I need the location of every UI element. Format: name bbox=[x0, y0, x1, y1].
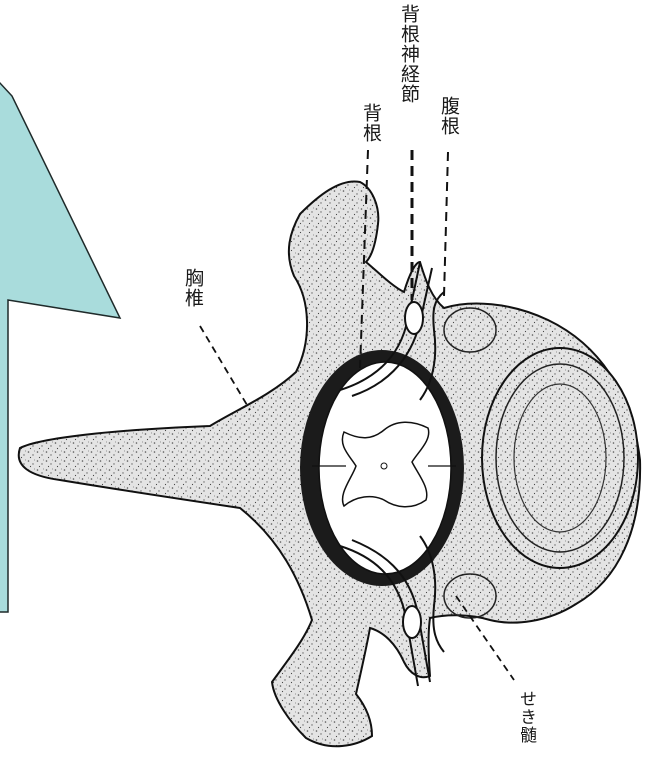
label-dorsal-root-ganglion: 背根神経節 bbox=[396, 4, 423, 104]
label-thoracic-vertebra: 胸椎 bbox=[180, 268, 207, 308]
leader-ventral-root bbox=[444, 152, 448, 296]
label-spinal-cord: せき髄 bbox=[514, 690, 539, 744]
label-dorsal-root: 背根 bbox=[358, 103, 385, 143]
label-ventral-root: 腹根 bbox=[436, 96, 463, 136]
dorsal-root-ganglion-lower bbox=[403, 606, 421, 638]
arrow-shape bbox=[0, 40, 120, 612]
leader-thoracic bbox=[200, 326, 250, 410]
central-canal bbox=[381, 463, 387, 469]
vertebral-body-ring-outer bbox=[482, 348, 638, 568]
dorsal-root-ganglion bbox=[405, 302, 423, 334]
